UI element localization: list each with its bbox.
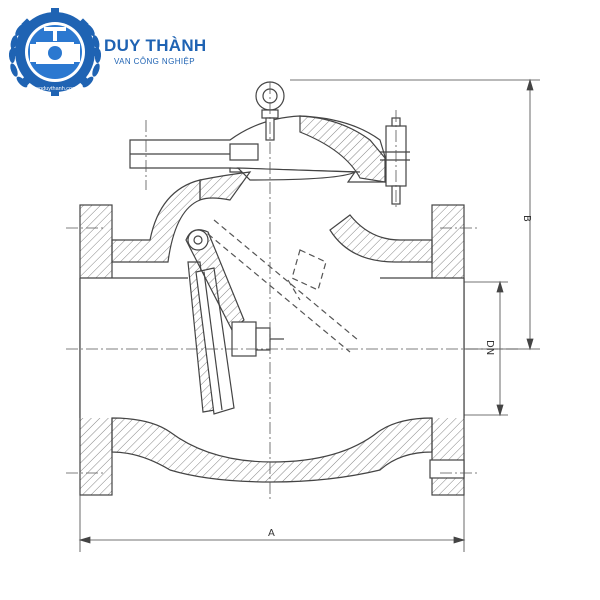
brand-website: vanduythanh.com	[33, 86, 77, 92]
body-upper-right-wall	[329, 214, 433, 263]
disc-nut	[231, 321, 257, 357]
dimension-dn-label: DN	[484, 340, 495, 355]
valve-glyph-icon	[30, 27, 80, 64]
dimension-lines	[78, 78, 540, 552]
brand-tagline: VAN CÔNG NGHIỆP	[114, 57, 195, 66]
disc-open-position	[207, 219, 359, 353]
center-lines	[66, 82, 520, 500]
dimension-a-label: A	[268, 528, 275, 539]
body-lower-wall	[111, 417, 433, 483]
valve-body	[79, 81, 465, 496]
brand-logo: vanduythanh.com	[8, 8, 102, 96]
hinge-pin	[187, 229, 209, 251]
brand-name: DUY THÀNH	[104, 36, 207, 55]
dimension-b-label: B	[521, 215, 532, 222]
body-upper-left-wall	[111, 179, 201, 263]
